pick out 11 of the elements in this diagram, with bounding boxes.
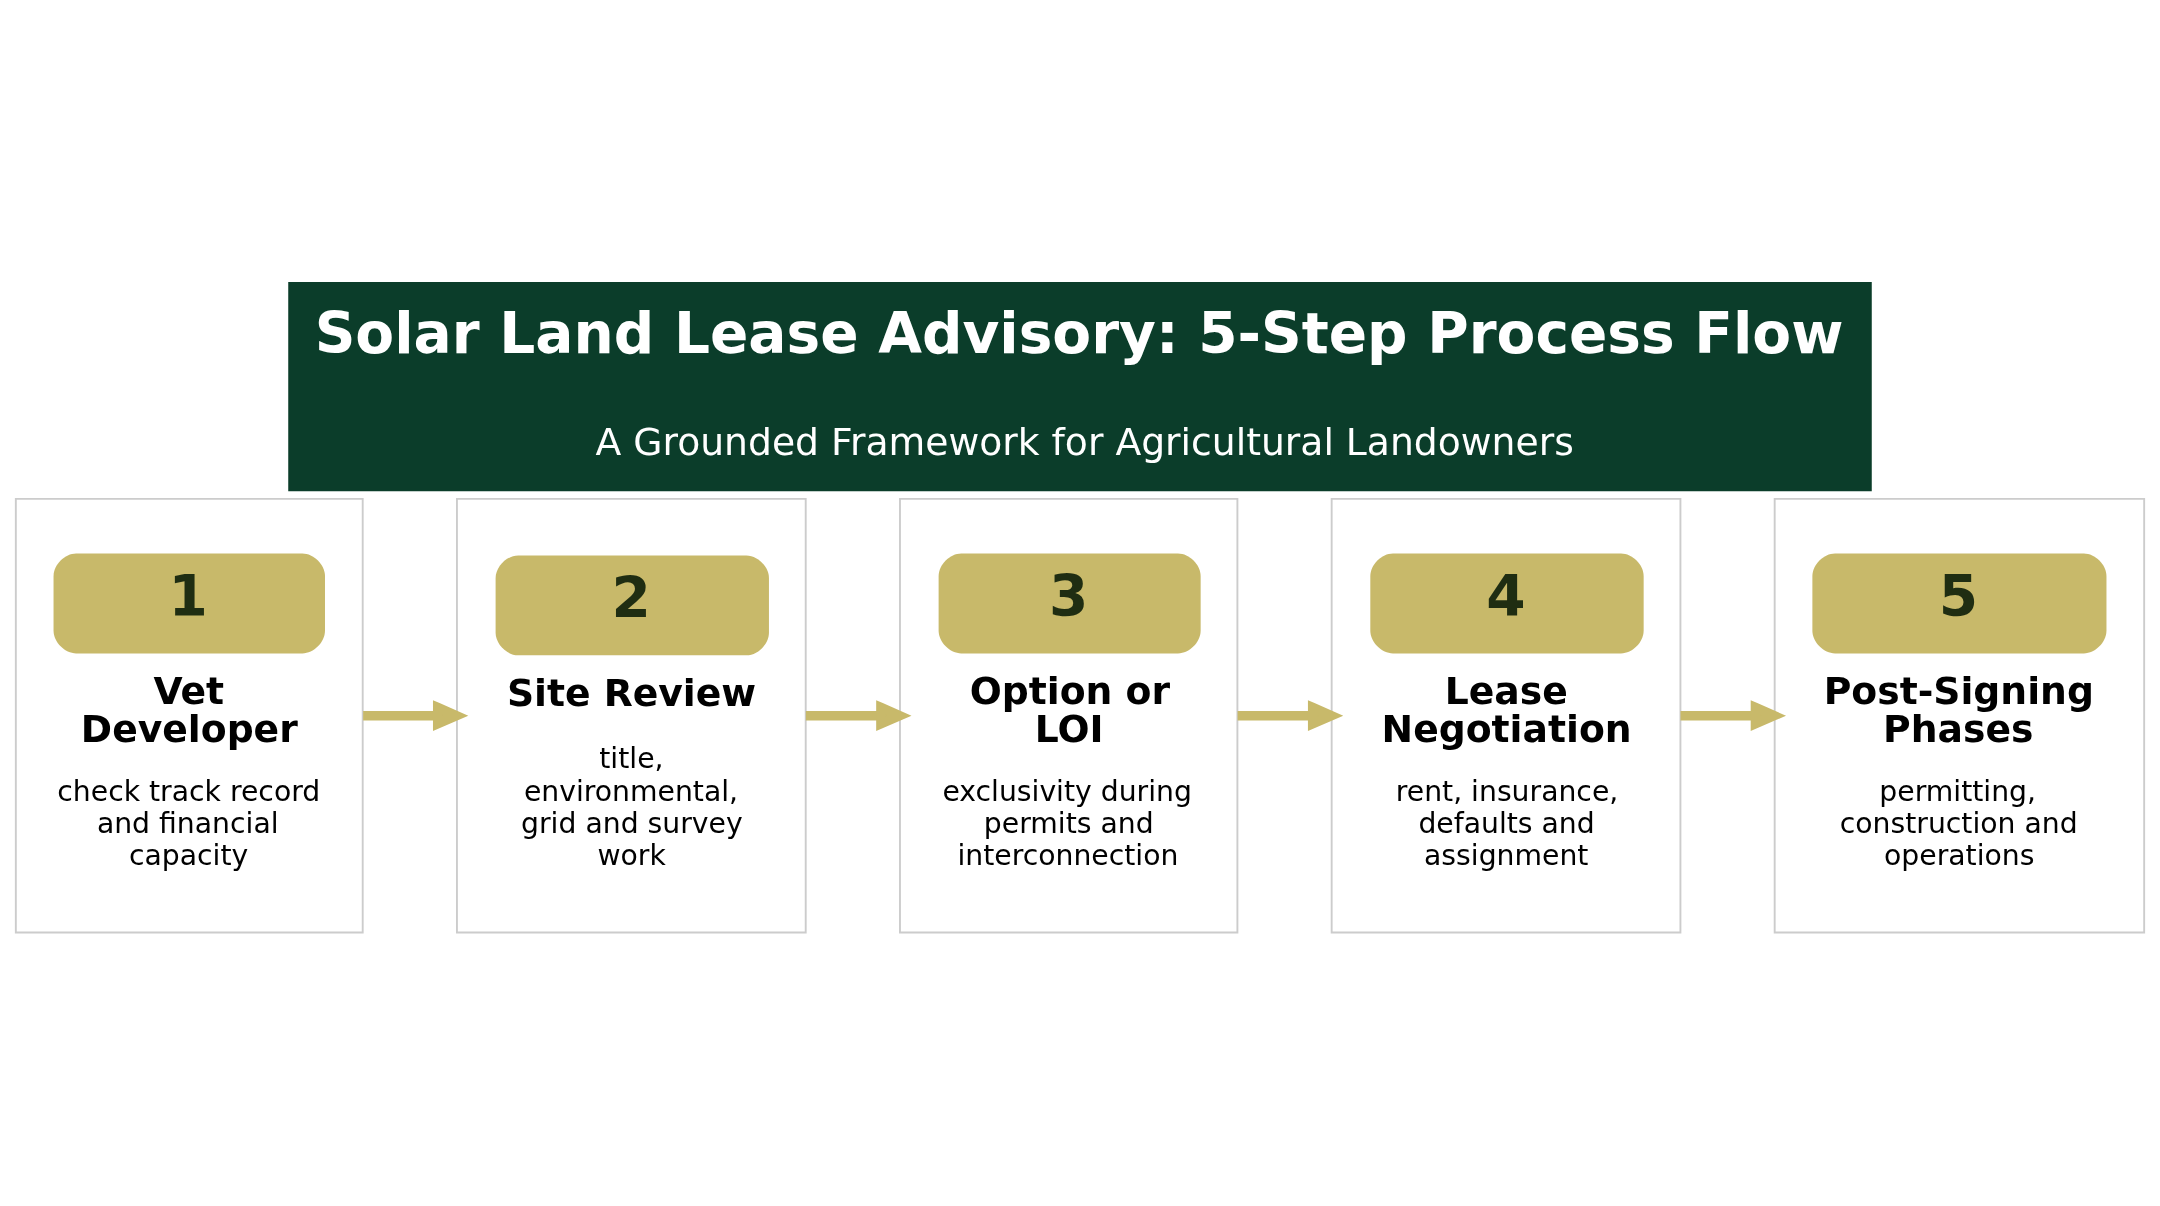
node-box: 4 Lease Negotiation rent, insurance, defaults and assignment <box>1330 497 1682 933</box>
arrow <box>1680 699 1787 731</box>
node-box: 5 Post-Signing Phases permitting, construction and operations <box>1773 497 2146 933</box>
arrow <box>805 699 912 731</box>
node-box: 2 Site Review title, environmental, grid and survey work <box>456 497 807 933</box>
node-box: 1 Vet Developer check track record and financial capacity <box>14 497 364 933</box>
caption: A Grounded Framework for Agricultural Landowners <box>595 419 1574 464</box>
arrow <box>1237 699 1344 731</box>
node-box: 3 Option or LOI exclusivity during permits and interconnection <box>899 497 1239 933</box>
arrow <box>363 699 469 731</box>
diagram-title: Solar Land Lease Advisory: 5-Step Process Flow <box>314 300 1844 366</box>
